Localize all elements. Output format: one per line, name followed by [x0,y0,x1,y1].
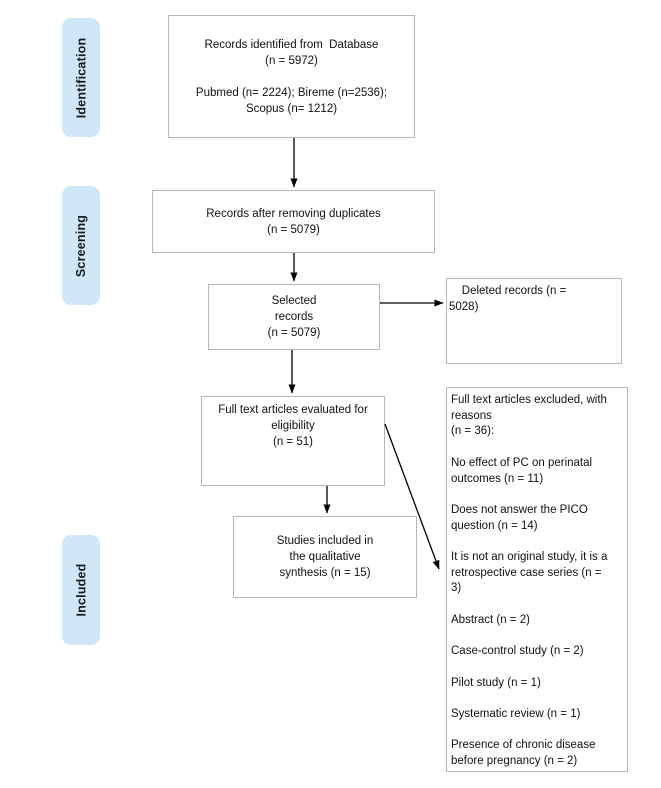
node-studies-included: Studies included in the qualitative synt… [233,516,417,598]
stage-label-included-text: Included [74,563,88,617]
node-records-identified: Records identified from Database (n = 59… [168,15,415,138]
node-records-after-duplicates: Records after removing duplicates (n = 5… [152,190,435,253]
node-selected-records: Selected records (n = 5079) [208,284,380,350]
stage-label-identification: Identification [62,18,100,137]
stage-label-screening-text: Screening [74,214,88,277]
stage-label-identification-text: Identification [74,37,89,118]
node-full-text-evaluated: Full text articles evaluated for eligibi… [201,396,385,486]
node-deleted-records: Deleted records (n = 5028) [446,278,622,364]
stage-label-included: Included [62,535,100,645]
node-full-text-excluded: Full text articles excluded, with reason… [446,387,628,772]
stage-label-screening: Screening [62,186,100,305]
